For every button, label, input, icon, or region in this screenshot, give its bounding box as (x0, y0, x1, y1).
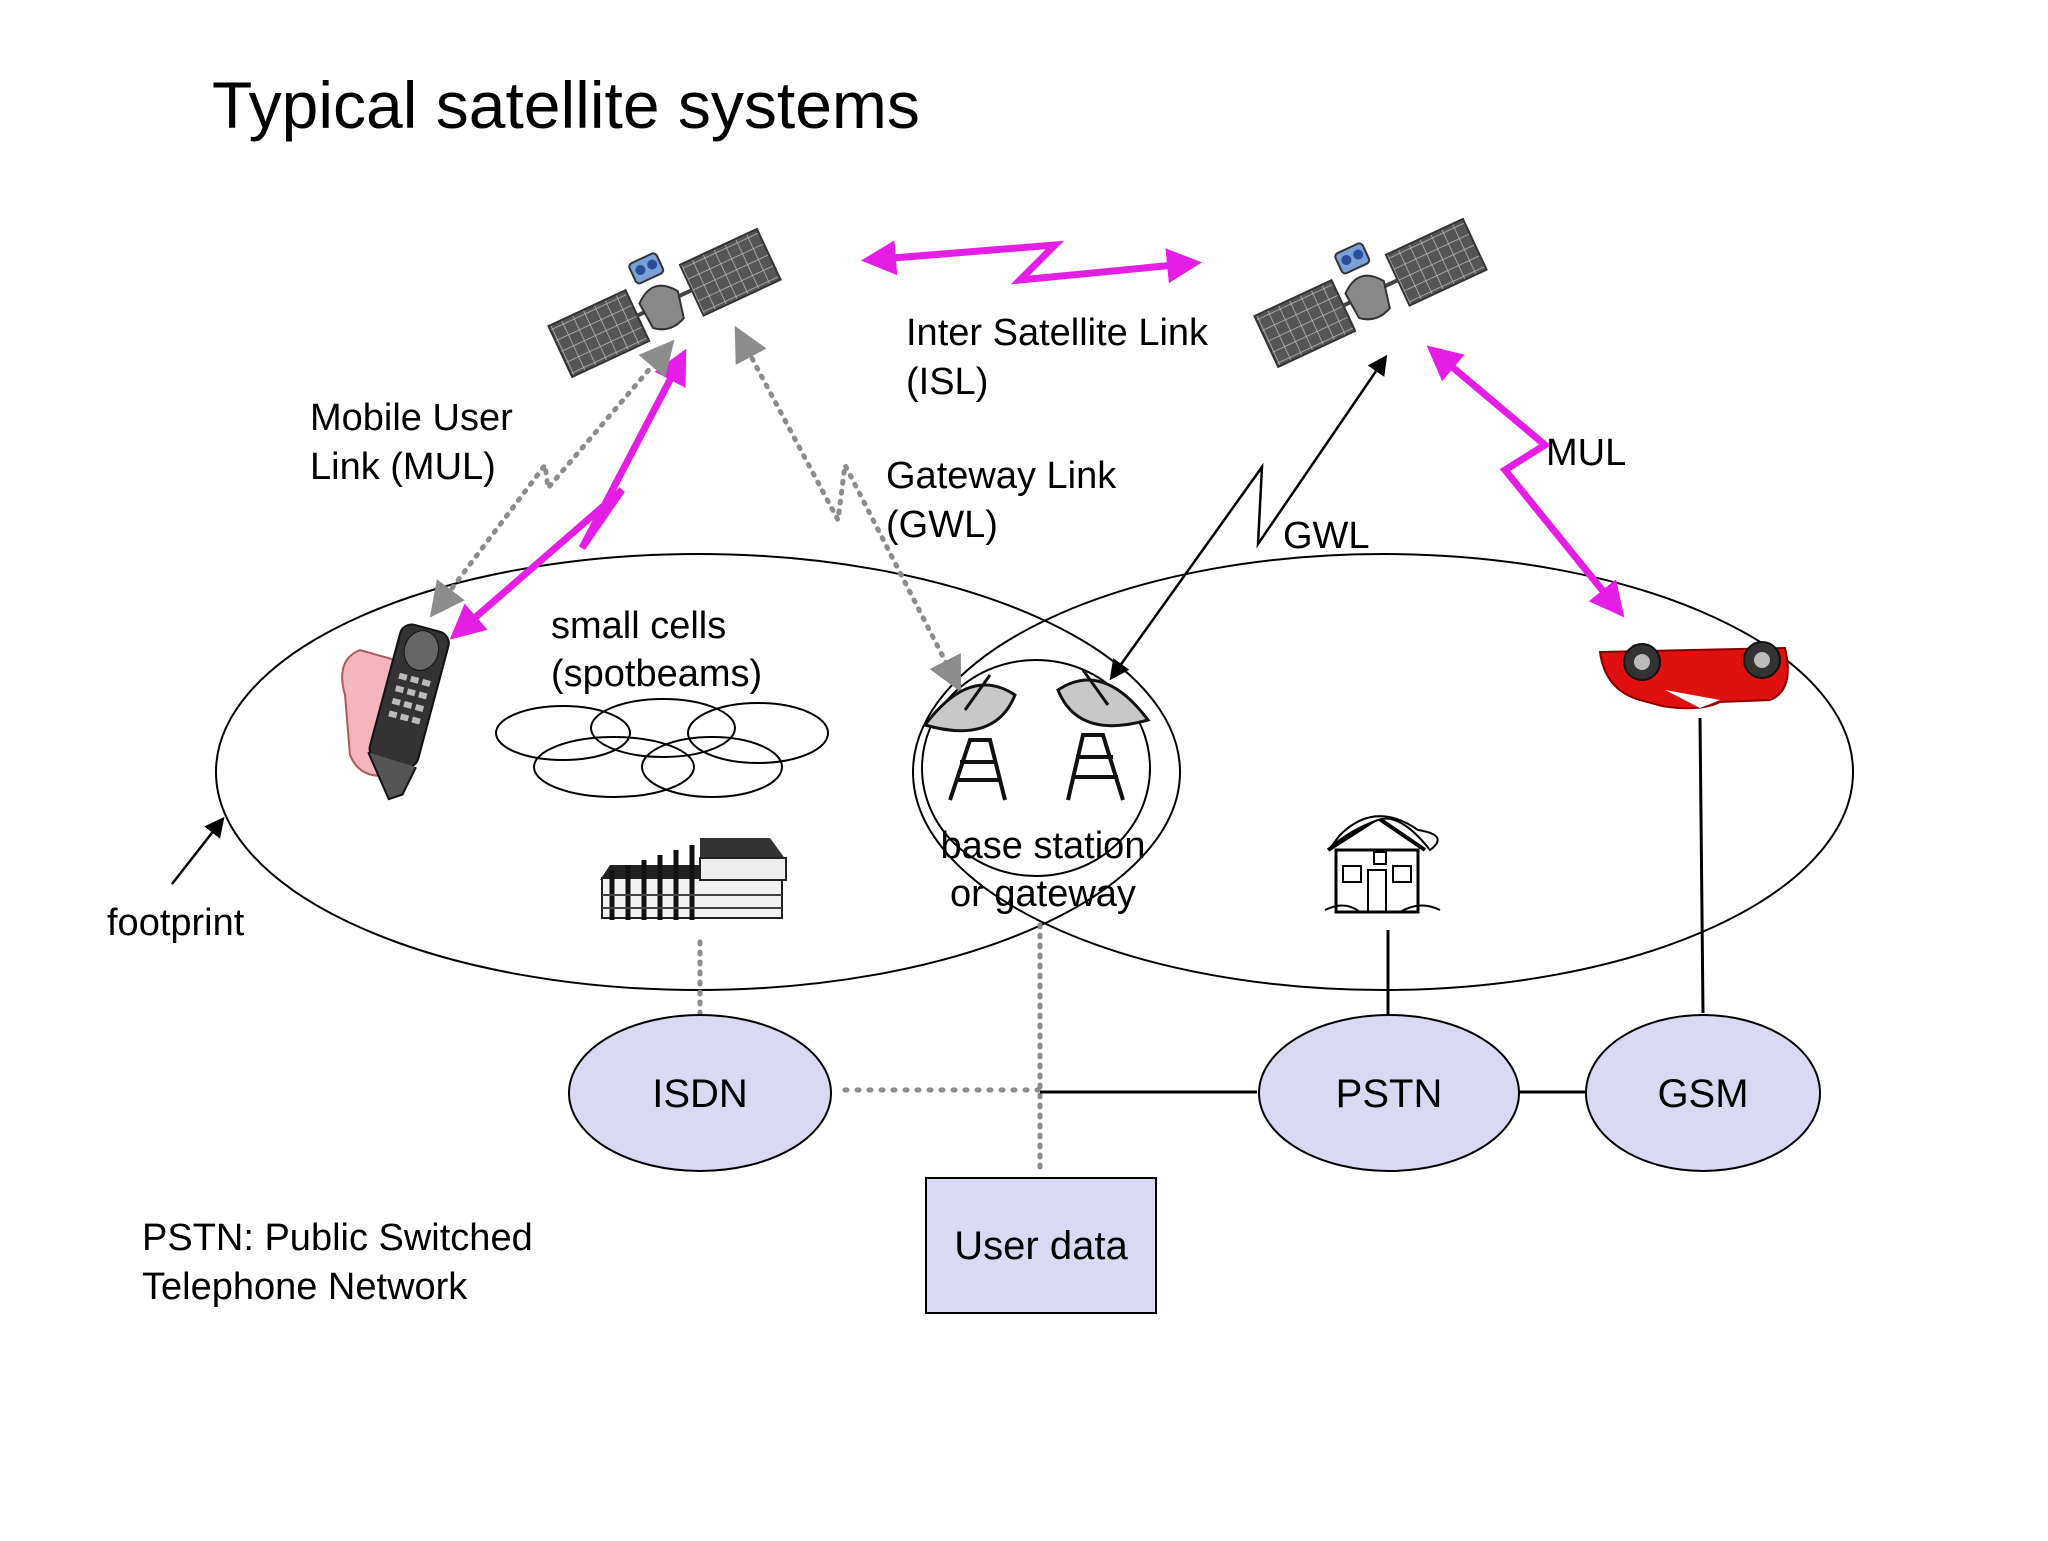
mul-left-dotted-link (429, 339, 675, 618)
car-icon (1598, 641, 1789, 710)
user-data-box: User data (925, 1177, 1157, 1314)
gwl-left-label-line2: (GWL) (886, 504, 998, 546)
footprint-left-ellipse (215, 553, 1181, 991)
gsm-node: GSM (1585, 1014, 1821, 1172)
isdn-node: ISDN (568, 1014, 832, 1172)
gwl-right-label: GWL (1283, 515, 1370, 557)
gwl-right-link-arrow (1109, 354, 1388, 681)
legend-line1: PSTN: Public Switched (142, 1217, 533, 1259)
gateway-circle (921, 659, 1151, 877)
diagram-title: Typical satellite systems (212, 68, 920, 142)
user-data-label: User data (954, 1224, 1128, 1268)
gwl-left-dotted-link (734, 325, 962, 693)
dish-antenna-icon (922, 669, 1151, 801)
mobile-phone-icon (341, 623, 450, 801)
mul-right-label: MUL (1546, 432, 1626, 474)
pstn-node: PSTN (1258, 1014, 1520, 1172)
gsm-label: GSM (1657, 1072, 1748, 1116)
isl-link-arrow (861, 240, 1202, 285)
isdn-label: ISDN (652, 1072, 748, 1116)
mul-left-label-line1: Mobile User (310, 397, 513, 439)
footprint-right-ellipse (912, 553, 1854, 991)
mul-right-link-arrow (1426, 345, 1625, 618)
small-cells-label-line2: (spotbeams) (551, 653, 762, 695)
base-station-label-line2: or gateway (950, 873, 1136, 915)
satellite-icon (547, 227, 782, 379)
legend-line2: Telephone Network (142, 1266, 468, 1308)
footprint-pointer-arrow (171, 816, 225, 885)
pstn-label: PSTN (1336, 1072, 1443, 1116)
small-cells-label-line1: small cells (551, 605, 726, 647)
gwl-left-label-line1: Gateway Link (886, 455, 1117, 497)
isl-label-line1: Inter Satellite Link (906, 312, 1209, 354)
car-gsm-line (1698, 717, 1705, 1014)
building-icon (600, 838, 787, 920)
house-icon (1324, 815, 1441, 914)
mul-left-label-line2: Link (MUL) (310, 446, 496, 488)
spotbeam-cells (495, 698, 829, 798)
base-station-label-line1: base station (941, 825, 1146, 867)
footprint-label: footprint (107, 902, 245, 944)
satellite-icon (1253, 217, 1488, 369)
isl-label-line2: (ISL) (906, 361, 988, 403)
